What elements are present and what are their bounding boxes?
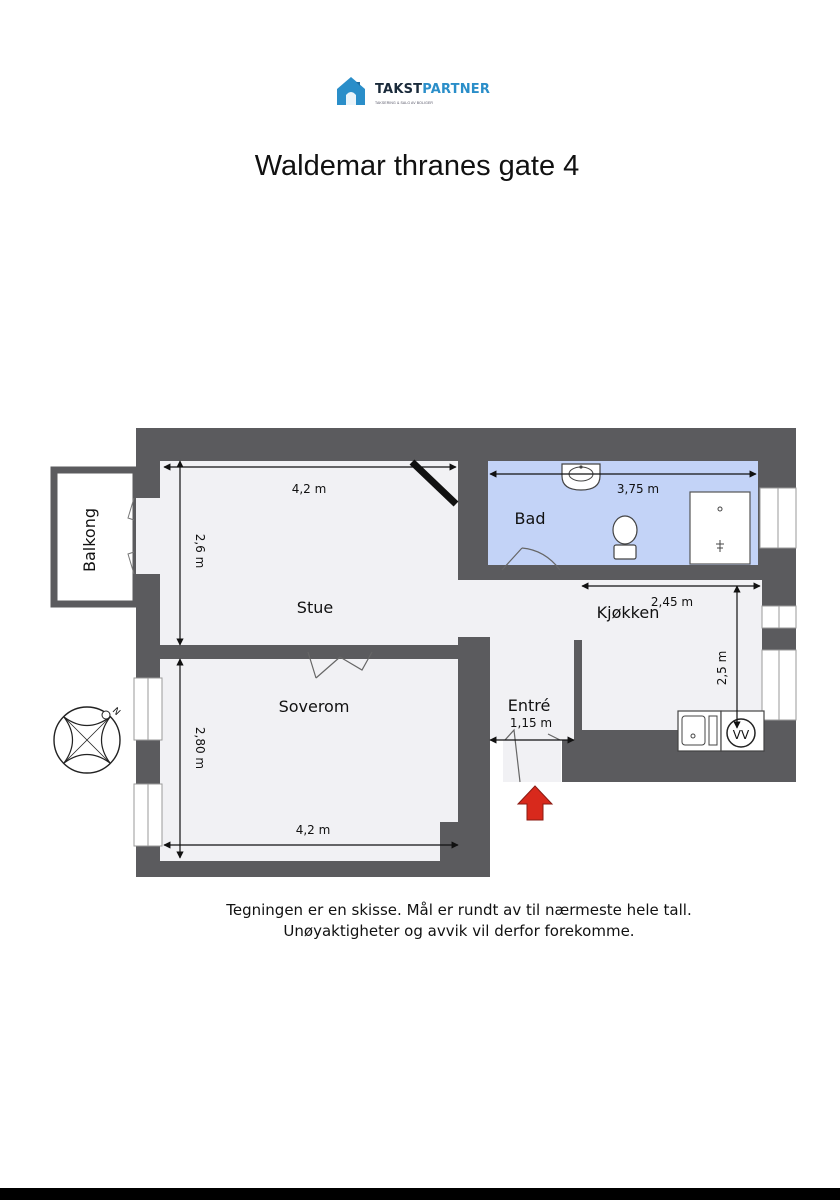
- kjokken-depth-label: 2,5 m: [715, 651, 729, 686]
- water-heater-label: VV: [733, 728, 750, 742]
- takstpartner-logo: TAKSTPARTNER TAKSERING & SALG AV BOLIGER: [334, 74, 514, 114]
- room-label-bad: Bad: [515, 509, 546, 528]
- stue-depth-label: 2,6 m: [193, 534, 207, 569]
- room-label-kjokken: Kjøkken: [597, 603, 660, 622]
- dimension-lines: [163, 460, 761, 859]
- compass-icon: N: [53, 706, 122, 774]
- soverom-width-label: 4,2 m: [296, 823, 331, 837]
- shower-icon: [689, 491, 751, 565]
- toilet-icon: [612, 515, 638, 560]
- compass-north-label: N: [110, 706, 122, 718]
- kitchen-fixtures: VV: [677, 710, 765, 752]
- soverom-depth-label: 2,80 m: [193, 727, 207, 769]
- entre-floor: [490, 645, 574, 740]
- logo-wordmark: TAKSTPARTNER: [375, 82, 491, 97]
- bad-width-label: 3,75 m: [617, 482, 659, 496]
- kjokken-width-label: 2,45 m: [651, 595, 693, 609]
- logo-tagline: TAKSERING & SALG AV BOLIGER: [375, 101, 434, 105]
- house-logo-icon: [337, 77, 365, 105]
- disclaimer-line-2: Unøyaktigheter og avvik vil derfor forek…: [283, 922, 635, 940]
- room-label-balkong: Balkong: [80, 508, 99, 572]
- kitchen-sink-icon: [677, 710, 722, 752]
- disclaimer-note: Tegningen er en skisse. Mål er rundt av …: [0, 900, 840, 942]
- kjokken-floor: [582, 582, 762, 730]
- room-labels: Stue Bad Kjøkken Soverom Entré Balkong: [80, 508, 659, 716]
- entre-width-label: 1,15 m: [510, 716, 552, 730]
- room-label-stue: Stue: [297, 598, 333, 617]
- footer-bar: [0, 1188, 840, 1200]
- soverom-floor: [160, 659, 458, 861]
- windows: [133, 487, 797, 847]
- room-label-soverom: Soverom: [279, 697, 350, 716]
- dimension-labels: 4,2 m 2,6 m 3,75 m 2,45 m 2,5 m 1,15 m 2…: [193, 482, 729, 837]
- disclaimer-line-1: Tegningen er en skisse. Mål er rundt av …: [226, 901, 692, 919]
- page-title: Waldemar thranes gate 4: [254, 150, 580, 182]
- stue-floor: [160, 461, 458, 645]
- balcony: [50, 466, 160, 608]
- floor-areas: [160, 461, 762, 861]
- room-label-entre: Entré: [508, 696, 551, 715]
- interior-walls: [160, 461, 762, 862]
- stue-width-label: 4,2 m: [292, 482, 327, 496]
- entre-stairs: [503, 740, 561, 782]
- entrance-arrow-icon: [516, 785, 554, 821]
